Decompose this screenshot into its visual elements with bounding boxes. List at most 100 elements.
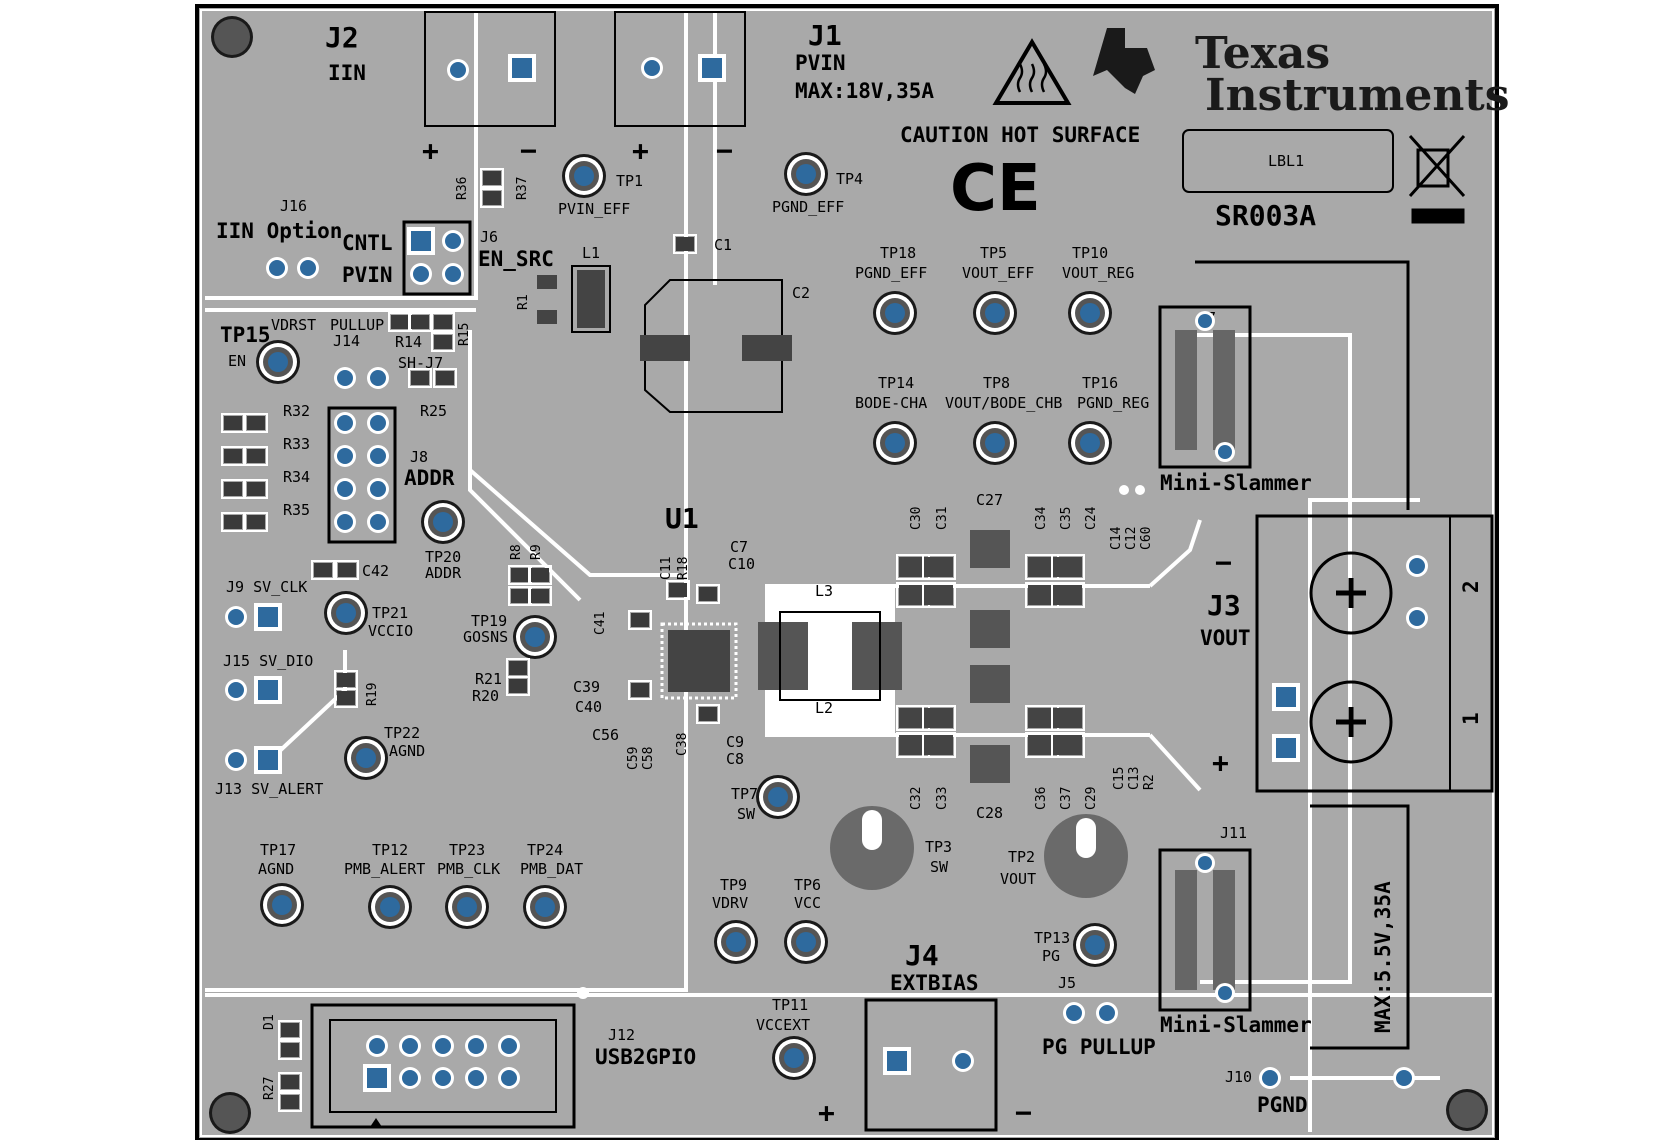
label-iin-option: IIN Option — [216, 219, 342, 243]
label-pin2: 2 — [1459, 580, 1483, 593]
label-tp16: TP16 — [1082, 374, 1118, 392]
tp2-loop — [1044, 814, 1128, 898]
tp6-pad — [784, 920, 828, 964]
label-tp14: TP14 — [878, 374, 914, 392]
capacitor-c2 — [640, 279, 792, 413]
label-r8: R8 — [509, 544, 524, 560]
j13-pad — [225, 749, 247, 771]
tp5-pad — [973, 291, 1017, 335]
label-r35: R35 — [283, 501, 310, 519]
label-j11: J11 — [1220, 824, 1247, 842]
label-pgnd-eff2: PGND_EFF — [855, 264, 927, 282]
label-usb2gpio: USB2GPIO — [595, 1045, 696, 1069]
label-r36: R36 — [455, 177, 470, 200]
label-pg-pullup: PG PULLUP — [1042, 1035, 1156, 1059]
label-tp3: TP3 — [925, 838, 952, 856]
label-addr: ADDR — [404, 466, 455, 490]
label-vout-reg: VOUT_REG — [1062, 264, 1134, 282]
label-c59: C59 — [626, 747, 641, 770]
label-c13: C13 — [1127, 767, 1142, 790]
label-max-in: MAX:18V,35A — [795, 79, 934, 103]
label-l1: L1 — [582, 244, 600, 262]
j13-pad — [254, 746, 282, 774]
label-cntl: CNTL — [342, 231, 393, 255]
label-gosns: GOSNS — [463, 628, 508, 646]
plus-sign: + — [818, 1096, 835, 1129]
resistor-r15 — [431, 332, 455, 352]
tp23-pad — [445, 885, 489, 929]
resistor-r36 — [480, 168, 504, 188]
label-j1: J1 — [808, 19, 842, 52]
label-sr003a: SR003A — [1215, 199, 1316, 232]
label-tp8: TP8 — [983, 374, 1010, 392]
label-vout-eff: VOUT_EFF — [962, 264, 1034, 282]
texas-instruments-logo-icon — [1093, 28, 1155, 94]
caution-text: CAUTION HOT SURFACE — [900, 123, 1140, 147]
mounting-hole — [209, 1092, 251, 1134]
label-c56: C56 — [592, 726, 619, 744]
connector-j11 — [1158, 848, 1252, 1012]
via — [577, 987, 589, 999]
label-tp23: TP23 — [449, 841, 485, 859]
label-addr-tp20: ADDR — [425, 564, 462, 582]
via — [1135, 485, 1145, 495]
connector-j2 — [424, 11, 746, 127]
label-j4: J4 — [905, 939, 939, 972]
label-tp19: TP19 — [471, 612, 507, 630]
label-j5: J5 — [1058, 974, 1076, 992]
minus-sign: − — [1215, 546, 1232, 579]
j11-outline — [1310, 804, 1410, 1050]
resistor-r15 — [431, 312, 455, 332]
tp15-pad — [256, 340, 300, 384]
label-tp7: TP7 — [731, 785, 758, 803]
label-j12: J12 — [608, 1026, 635, 1044]
j5-pad — [1063, 1002, 1085, 1024]
resistor-r37 — [480, 188, 504, 208]
j5-pad — [1096, 1002, 1118, 1024]
label-pvin-eff: PVIN_EFF — [558, 200, 630, 218]
j10-pad — [1259, 1067, 1281, 1089]
label-r25: R25 — [420, 402, 447, 420]
label-tp4: TP4 — [836, 170, 863, 188]
j9-pad — [254, 603, 282, 631]
label-r21: R21 — [475, 670, 502, 688]
label-en: EN — [228, 352, 246, 370]
j15-pad — [254, 676, 282, 704]
plus-sign: + — [632, 134, 649, 167]
label-vcc: VCC — [794, 894, 821, 912]
minus-sign: − — [1015, 1096, 1032, 1129]
label-vccext: VCCEXT — [756, 1016, 810, 1034]
label-c42: C42 — [362, 562, 389, 580]
label-r33: R33 — [283, 435, 310, 453]
tp21-pad — [324, 591, 368, 635]
label-r34: R34 — [283, 468, 310, 486]
label-bode-cha: BODE-CHA — [855, 394, 927, 412]
output-capacitors-bottom — [896, 665, 1085, 783]
via — [1119, 485, 1129, 495]
label-c10: C10 — [728, 555, 755, 573]
label-r15: R15 — [457, 323, 472, 346]
label-c12: C12 — [1124, 527, 1139, 550]
diode-d1 — [278, 1020, 302, 1040]
resistor-r14 — [408, 312, 432, 332]
label-extbias: EXTBIAS — [890, 971, 979, 995]
diode-d1 — [278, 1040, 302, 1060]
label-max-out: MAX:5.5V,35A — [1371, 881, 1395, 1033]
label-c27: C27 — [976, 491, 1003, 509]
label-agnd-tp17: AGND — [258, 860, 294, 878]
label-sh-j7: SH-J7 — [398, 354, 443, 372]
label-c60: C60 — [1139, 527, 1154, 550]
capacitor-c42 — [311, 560, 335, 580]
label-c1: C1 — [714, 236, 732, 254]
label-r27: R27 — [262, 1077, 277, 1100]
mounting-hole — [211, 16, 253, 58]
tp24-pad — [523, 885, 567, 929]
label-c14: C14 — [1109, 526, 1124, 550]
label-pvin-j6: PVIN — [342, 263, 393, 287]
resistor-r19 — [334, 670, 358, 690]
label-lbl1: LBL1 — [1268, 152, 1304, 170]
label-c58: C58 — [641, 747, 656, 770]
connector-j6 — [402, 220, 472, 296]
label-sw: SW — [737, 805, 756, 823]
